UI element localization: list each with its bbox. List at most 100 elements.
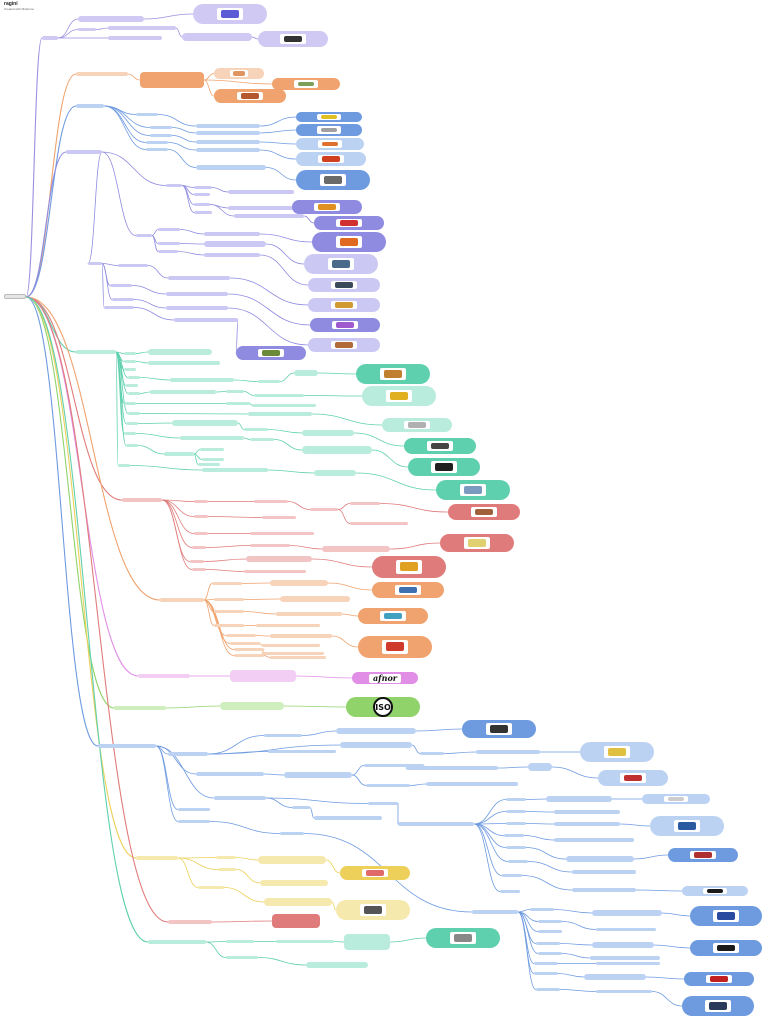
topic-node[interactable] (546, 796, 612, 802)
image-node-3-2[interactable] (296, 112, 362, 122)
topic-node[interactable] (302, 430, 354, 436)
topic-node[interactable] (214, 598, 244, 601)
topic-node[interactable] (178, 820, 210, 823)
topic-node[interactable] (214, 796, 266, 800)
topic-node[interactable] (244, 570, 306, 573)
topic-node[interactable] (124, 352, 136, 355)
topic-node[interactable] (78, 16, 144, 22)
topic-node[interactable] (310, 508, 338, 511)
topic-node[interactable] (530, 908, 554, 911)
topic-node[interactable] (148, 361, 220, 365)
topic-node[interactable] (110, 284, 132, 287)
topic-node[interactable] (194, 500, 208, 503)
topic-node[interactable] (108, 26, 176, 30)
topic-node[interactable] (262, 644, 320, 647)
topic-node[interactable] (192, 568, 206, 571)
topic-node[interactable] (202, 458, 224, 461)
topic-node[interactable] (150, 126, 172, 129)
topic-node[interactable] (250, 532, 314, 535)
topic-node[interactable] (234, 648, 264, 651)
afnor-logo-node[interactable]: afnor (352, 672, 418, 684)
topic-node[interactable] (168, 920, 212, 924)
image-node-7-3[interactable] (358, 608, 428, 624)
topic-node[interactable] (76, 72, 128, 76)
topic-node[interactable] (276, 940, 334, 943)
topic-node[interactable] (104, 306, 134, 309)
topic-node[interactable] (500, 890, 520, 893)
topic-node[interactable] (172, 420, 238, 426)
topic-node[interactable] (302, 446, 372, 454)
topic-node[interactable] (124, 432, 136, 435)
image-node-6-2[interactable] (448, 504, 520, 520)
topic-node[interactable] (202, 468, 268, 472)
topic-node[interactable] (250, 438, 274, 441)
topic-node[interactable] (314, 816, 382, 820)
topic-node[interactable] (264, 734, 302, 737)
topic-node[interactable] (336, 728, 416, 734)
topic-node[interactable] (228, 206, 294, 210)
topic-node[interactable] (276, 612, 342, 616)
topic-node[interactable] (534, 962, 558, 965)
topic-node[interactable] (506, 810, 526, 813)
topic-node[interactable] (596, 962, 660, 965)
image-node-4-3[interactable] (314, 216, 384, 230)
image-node-3-4[interactable] (296, 138, 364, 150)
topic-node[interactable] (170, 378, 234, 382)
image-node-10-9[interactable] (690, 906, 762, 926)
topic-node[interactable] (476, 750, 540, 754)
topic-node[interactable] (118, 464, 130, 467)
topic-node[interactable] (214, 610, 244, 613)
topic-node[interactable] (572, 888, 636, 892)
topic-node[interactable] (322, 546, 390, 552)
topic-node[interactable] (350, 502, 380, 505)
topic-node[interactable] (98, 744, 156, 748)
topic-node[interactable] (368, 802, 398, 805)
topic-node[interactable] (226, 940, 254, 943)
topic-node[interactable] (126, 444, 138, 447)
topic-node[interactable] (166, 292, 228, 296)
image-node-4-9[interactable] (308, 338, 380, 352)
topic-node[interactable] (114, 706, 166, 710)
topic-node[interactable] (76, 350, 116, 354)
topic-node[interactable] (554, 810, 620, 814)
image-node-5-3[interactable] (362, 386, 436, 406)
topic-node[interactable] (204, 232, 260, 236)
topic-node[interactable] (294, 370, 318, 376)
topic-node[interactable] (194, 203, 210, 206)
topic-node[interactable] (260, 880, 328, 886)
topic-node[interactable] (254, 394, 304, 397)
topic-node[interactable] (596, 990, 652, 993)
topic-node[interactable] (534, 972, 558, 975)
topic-node[interactable] (226, 390, 244, 393)
topic-node[interactable] (250, 544, 290, 547)
topic-node[interactable] (194, 193, 210, 196)
image-node-10-2[interactable] (462, 720, 536, 738)
topic-node[interactable] (166, 184, 182, 187)
topic-node[interactable] (124, 402, 136, 405)
topic-node[interactable] (194, 186, 212, 189)
topic-node[interactable] (426, 782, 518, 786)
image-node[interactable] (426, 928, 500, 948)
topic-node[interactable] (566, 856, 634, 862)
root-topic[interactable] (4, 294, 26, 299)
image-node-4-7[interactable] (308, 298, 380, 312)
topic-node[interactable] (344, 934, 390, 950)
image-node-1-1[interactable] (193, 4, 267, 24)
topic-node[interactable] (264, 898, 332, 906)
topic-node[interactable] (126, 422, 138, 425)
topic-node[interactable] (124, 360, 136, 363)
topic-node[interactable] (158, 228, 180, 231)
topic-node[interactable] (200, 448, 224, 451)
topic-node[interactable] (246, 556, 312, 562)
topic-node[interactable] (528, 763, 552, 771)
topic-node[interactable] (270, 656, 326, 659)
topic-node[interactable] (536, 942, 560, 945)
topic-node[interactable] (140, 72, 204, 88)
topic-node[interactable] (198, 886, 224, 889)
topic-node[interactable] (198, 463, 220, 466)
topic-node[interactable] (340, 742, 412, 748)
topic-node[interactable] (196, 165, 266, 170)
topic-node[interactable] (226, 956, 258, 959)
topic-node[interactable] (42, 36, 58, 40)
topic-node[interactable] (214, 624, 244, 627)
